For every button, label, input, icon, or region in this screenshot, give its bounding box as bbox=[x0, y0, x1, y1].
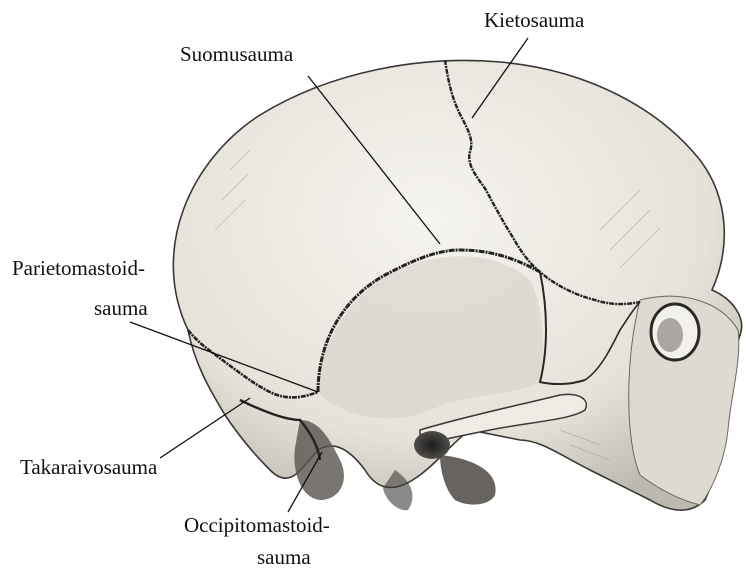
ear-canal bbox=[414, 431, 450, 459]
label-occipitomastoid-line1: Occipitomastoid- bbox=[182, 513, 332, 538]
label-takaraivosauma: Takaraivosauma bbox=[18, 455, 159, 480]
label-kietosauma: Kietosauma bbox=[482, 8, 586, 33]
orbit-shadow bbox=[657, 318, 683, 352]
label-occipitomastoid-line2: sauma bbox=[255, 545, 313, 570]
label-suomusauma: Suomusauma bbox=[178, 42, 295, 67]
label-parietomastoid-line1: Parietomastoid- bbox=[10, 256, 147, 281]
label-parietomastoid-line2: sauma bbox=[92, 296, 150, 321]
base-shadow bbox=[440, 455, 496, 505]
